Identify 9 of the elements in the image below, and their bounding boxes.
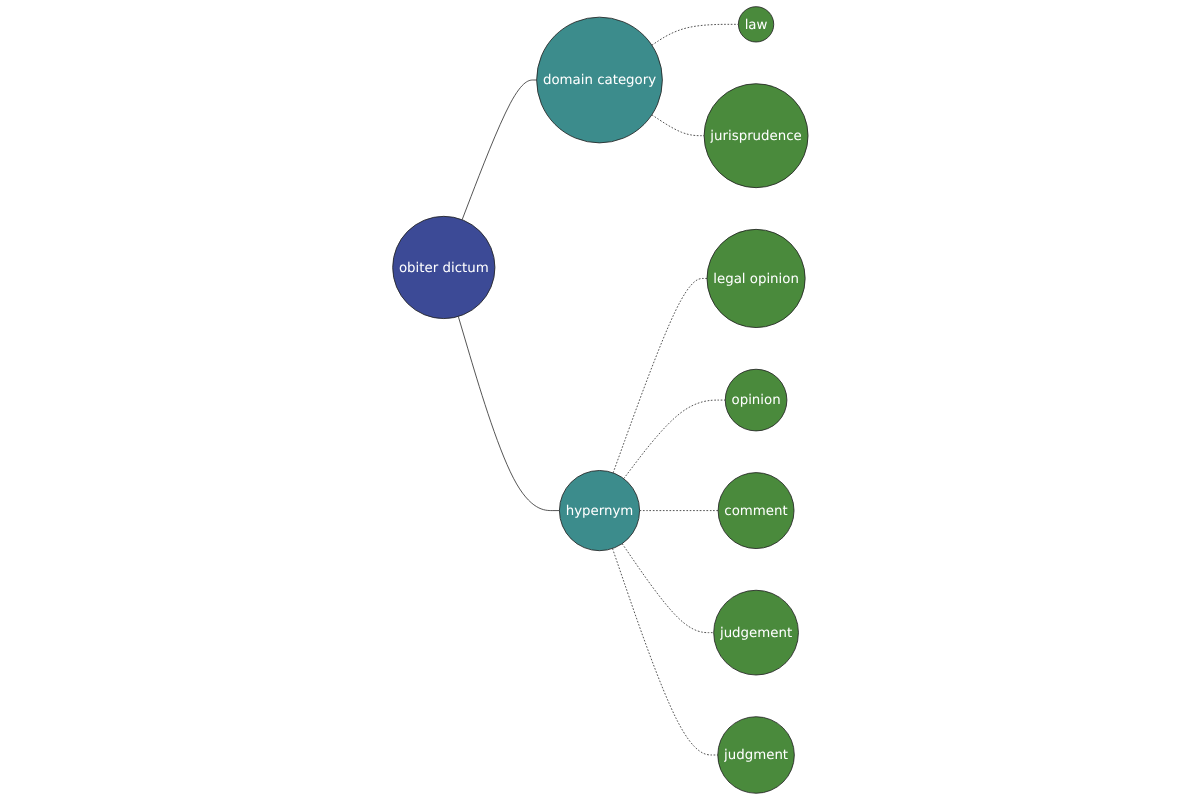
connector (461, 79, 537, 221)
connector (622, 399, 726, 480)
connector (611, 548, 718, 756)
connector (638, 510, 719, 512)
connector (457, 316, 560, 512)
connector (651, 23, 739, 46)
connector (612, 278, 707, 474)
connector (651, 114, 705, 137)
connector (621, 543, 714, 634)
